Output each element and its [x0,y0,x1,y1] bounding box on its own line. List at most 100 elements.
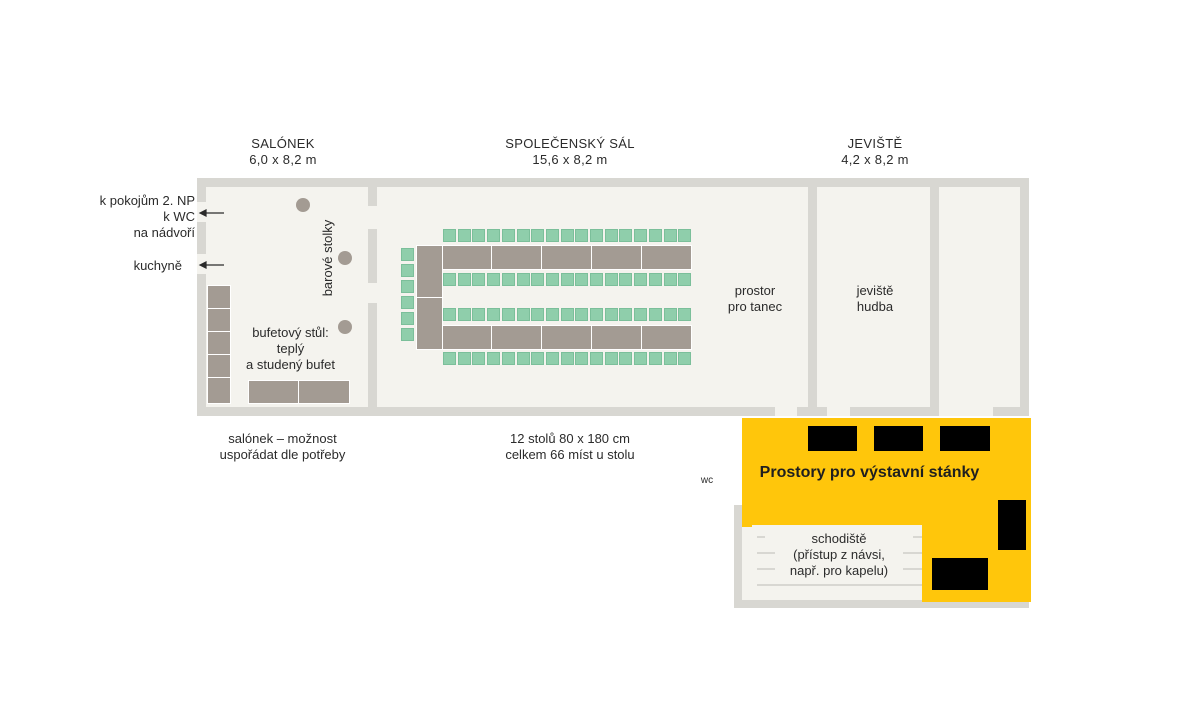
seat [648,229,662,242]
hall-table [491,325,542,350]
bar-stools-label: barové stolky [320,219,335,297]
seat [604,273,618,286]
exhibition-stand [940,426,990,451]
stair-step [893,568,922,570]
bar-stool [296,198,310,212]
seat [487,229,501,242]
arrow-kitchen-icon [198,261,207,269]
buffet-table [207,354,231,378]
wall-bottom-segment [993,407,1029,416]
buffet-label-2: teplý [276,341,305,356]
seat [487,352,501,365]
wall-left-mid [197,222,206,254]
seat [472,273,486,286]
seat [443,308,456,321]
seat [516,352,530,365]
seat [634,308,648,321]
seat [590,352,603,365]
seat [678,229,692,242]
exhibition-stand [808,426,857,451]
seat [531,229,545,242]
direction-courtyard: na nádvoří [133,225,195,240]
stairs-wall-bottom [734,600,1029,608]
seat [401,296,414,309]
seat [590,273,603,286]
seat [663,229,677,242]
building-floor [197,178,1029,416]
stage-label-2: hudba [856,299,894,314]
seat [443,229,456,242]
seat [545,229,559,242]
seat [648,273,662,286]
seat [678,273,692,286]
wall-top [197,178,1029,187]
hall-table [641,245,692,270]
seat [545,308,559,321]
arrow-upstairs-icon [198,209,207,217]
hall-table [541,245,592,270]
wall-right [1020,178,1029,416]
stairs-wall-left [734,505,742,608]
dance-label-2: pro tanec [727,299,783,314]
seat [487,273,501,286]
jeviste-size: 4,2 x 8,2 m [841,152,909,167]
stage-label-1: jeviště [856,283,894,298]
wall-salonek-divider [368,303,377,416]
jeviste-title: JEVIŠTĚ [847,136,903,151]
seat [648,308,662,321]
seat [443,352,456,365]
wall-left-bottom [197,274,206,416]
seat [457,273,471,286]
bar-stool [338,251,352,265]
wall-bottom-left [197,407,775,416]
buffet-label-1: bufetový stůl: [252,325,329,340]
wall-salonek-divider [368,229,377,283]
stair-step [757,584,922,586]
hall-table [416,245,443,298]
exhibition-label: Prostory pro výstavní stánky [759,464,980,481]
stair-step [757,568,787,570]
seat [531,352,545,365]
hall-table [491,245,542,270]
seat [443,273,456,286]
stair-step [757,552,787,554]
seat [590,229,603,242]
salonek-note-2: uspořádat dle potřeby [219,447,346,462]
seat [501,273,515,286]
direction-kitchen: kuchyně [133,258,182,273]
seat [516,273,530,286]
hall-table [591,245,642,270]
seat [501,352,515,365]
seat [516,229,530,242]
exhibition-stand [998,500,1026,550]
exhibition-stand [932,558,988,590]
wall-bottom-segment [850,407,930,416]
seat [575,352,589,365]
hall-table [442,245,492,270]
seat [663,308,677,321]
buffet-table [207,285,231,309]
seat [516,308,530,321]
sal-note-2: celkem 66 míst u stolu [505,447,635,462]
hall-table [416,297,443,350]
seat [401,312,414,325]
seat [401,280,414,293]
dance-label-1: prostor [734,283,776,298]
salonek-note-1: salónek – možnost [228,431,337,446]
seat [457,308,471,321]
seat [401,328,414,341]
seat [619,229,633,242]
seat [401,264,414,277]
exhibition-stand [874,426,923,451]
exhibition-area-left-strip [742,505,752,527]
seat [487,308,501,321]
buffet-table [207,331,231,355]
buffet-table [207,308,231,332]
seat [634,273,648,286]
seat [604,229,618,242]
wc-label: wc [700,475,714,486]
seat [560,308,574,321]
seat [619,273,633,286]
seat [472,308,486,321]
